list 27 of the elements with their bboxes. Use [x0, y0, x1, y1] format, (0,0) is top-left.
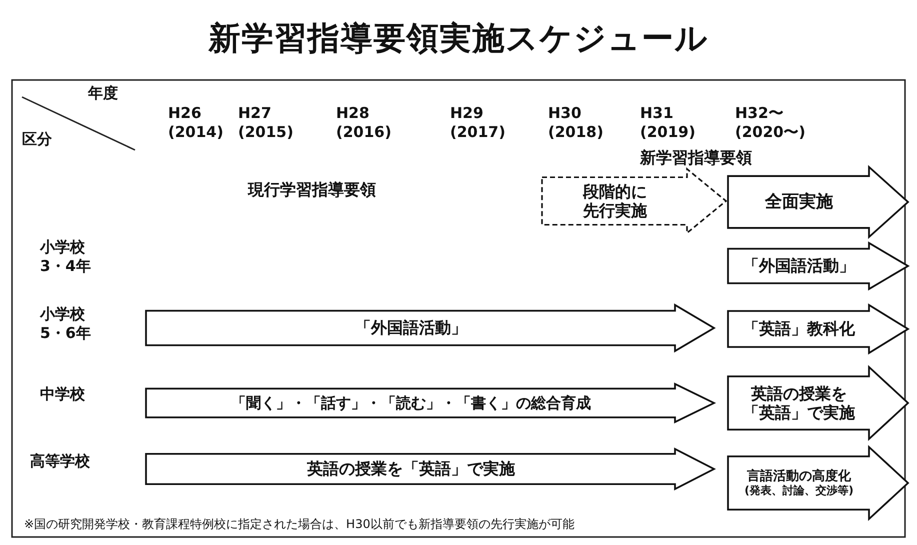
row-label: 高等学校 — [30, 452, 91, 471]
arrow-label: 「外国語活動」 — [355, 318, 467, 338]
year-label: H29 (2017) — [450, 104, 506, 142]
section-label: 新学習指導要領 — [640, 148, 753, 168]
year-label: H26 (2014) — [168, 104, 224, 142]
title: 新学習指導要領実施スケジュール — [207, 18, 710, 58]
footnote: ※国の研究開発学校・教育課程特例校に指定された場合は、H30以前でも新指導要領の先行実施が可能 — [24, 517, 576, 532]
header-label: 区分 — [22, 130, 53, 149]
arrow-label: 全面実施 — [765, 192, 833, 212]
year-label: H27 (2015) — [238, 104, 294, 142]
section-label: 現行学習指導要領 — [248, 180, 377, 200]
arrow-label: 「英語」教科化 — [743, 319, 855, 339]
arrow-label: 「外国語活動」 — [743, 256, 855, 276]
arrow-label: (発表、討論、交渉等) — [744, 484, 854, 498]
row-label: 中学校 — [40, 385, 86, 404]
arrow-label: 段階的に先行実施 — [582, 182, 648, 220]
arrow-label: 英語の授業を「英語」で実施 — [742, 384, 856, 422]
arrow-label: 「聞く」・「話す」・「読む」・「書く」の総合育成 — [231, 394, 591, 412]
header-label: 年度 — [88, 84, 119, 103]
year-label: H30 (2018) — [548, 104, 604, 142]
year-label: H32〜 (2020〜) — [735, 104, 806, 142]
arrow-label: 言語活動の高度化 — [747, 468, 851, 484]
year-label: H31 (2019) — [640, 104, 696, 142]
row-label: 小学校 3・4年 — [40, 238, 92, 276]
year-label: H28 (2016) — [336, 104, 392, 142]
row-label: 小学校 5・6年 — [40, 305, 92, 342]
arrow-label: 英語の授業を「英語」で実施 — [307, 459, 515, 479]
